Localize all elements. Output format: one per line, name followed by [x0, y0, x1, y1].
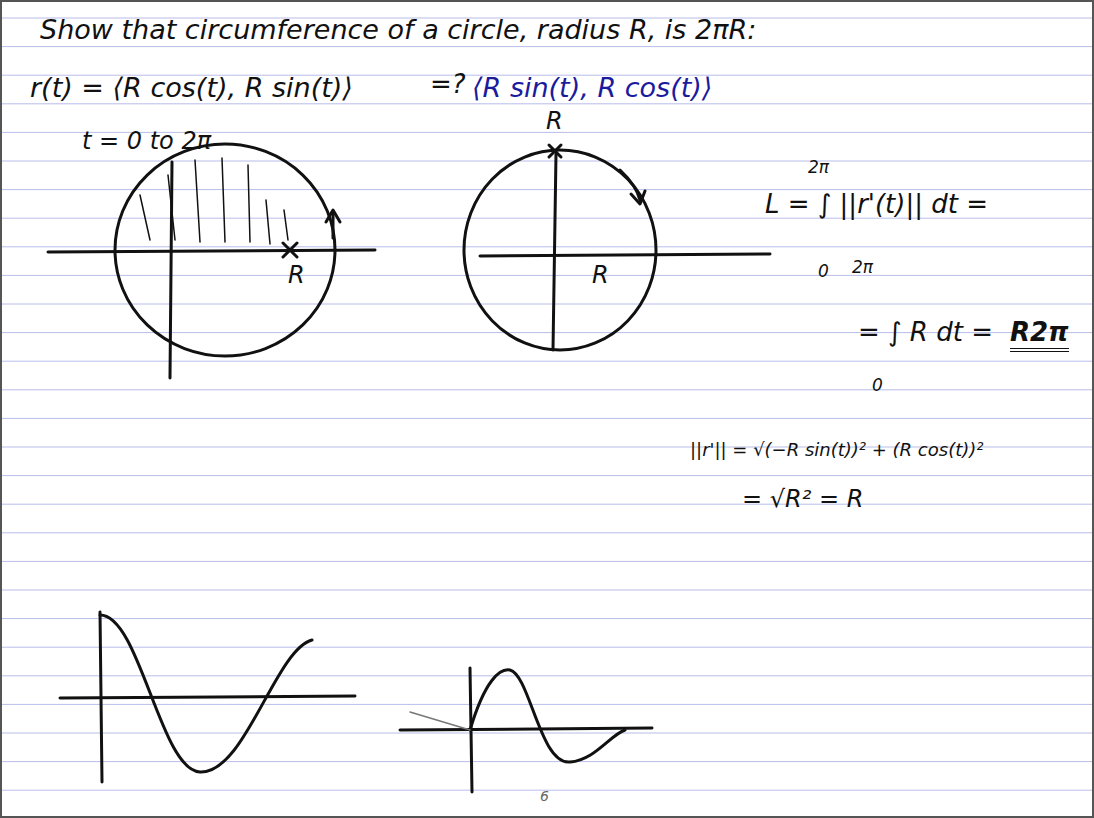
- ruled-line: [0, 275, 1094, 276]
- ruled-line: [0, 246, 1094, 247]
- question-equals: =?: [430, 70, 466, 100]
- speed-formula: ||r'|| = √(−R sin(t))² + (R cos(t))²: [690, 440, 983, 461]
- ruled-line: [0, 733, 1094, 734]
- radius-label: R: [288, 262, 305, 290]
- page-number: 6: [540, 788, 549, 804]
- alternative-parametrization: ⟨R sin(t), R cos(t)⟩: [472, 72, 712, 103]
- ruled-line: [0, 761, 1094, 762]
- radius-label: R: [546, 108, 563, 136]
- integral-limit: 2π: [852, 258, 873, 278]
- integral-limit: 0: [872, 376, 883, 396]
- integral-limit: 0: [818, 262, 829, 282]
- arc-length-formula: L = ∫ ||r'(t)|| dt =: [765, 190, 988, 220]
- ruled-line: [0, 46, 1094, 47]
- ruled-line: [0, 504, 1094, 505]
- vector-function: r(t) = ⟨R cos(t), R sin(t)⟩: [30, 72, 353, 103]
- ruled-line: [0, 475, 1094, 476]
- ruled-line: [0, 103, 1094, 104]
- ruled-line: [0, 389, 1094, 390]
- ruled-line: [0, 704, 1094, 705]
- ruled-line: [0, 647, 1094, 648]
- ruled-line: [0, 532, 1094, 533]
- ruled-line: [0, 675, 1094, 676]
- page-heading: Show that circumference of a circle, rad…: [40, 14, 756, 45]
- result: R2π: [1010, 318, 1069, 352]
- parameter-range: t = 0 to 2π: [82, 128, 211, 156]
- ruled-line: [0, 590, 1094, 591]
- ruled-line: [0, 304, 1094, 305]
- ruled-line: [0, 361, 1094, 362]
- speed-result: = √R² = R: [742, 486, 863, 514]
- ruled-line: [0, 561, 1094, 562]
- ruled-line: [0, 618, 1094, 619]
- ruled-line: [0, 418, 1094, 419]
- integral-limit: 2π: [808, 158, 829, 178]
- integral-evaluation: = ∫ R dt =: [858, 318, 993, 348]
- radius-label: R: [592, 262, 609, 290]
